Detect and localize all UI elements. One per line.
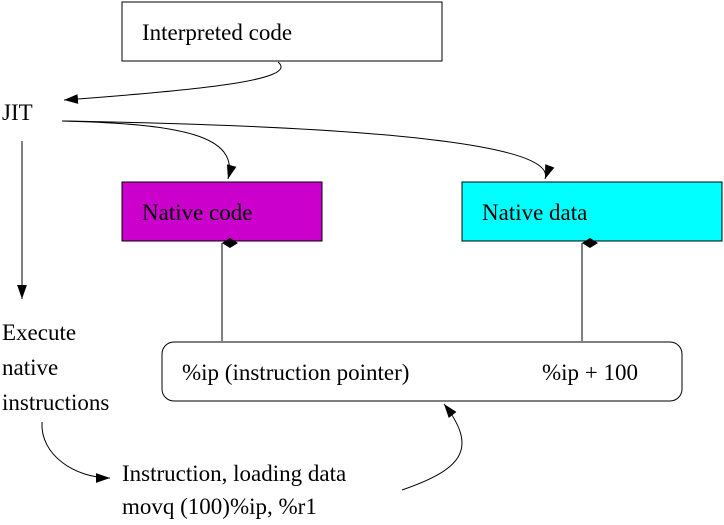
native-code-rect — [121, 181, 323, 242]
arrow-jit-to-native-data — [61, 120, 555, 180]
native-data-box: Native data — [461, 181, 723, 242]
execute-label-line3: instructions — [2, 390, 109, 415]
register-box: %ip (instruction pointer) %ip + 100 — [161, 341, 683, 402]
interpreted-code-box: Interpreted code — [121, 1, 443, 62]
arrow-instruction-to-register — [401, 403, 463, 491]
instruction-label-line1: Instruction, loading data — [122, 461, 346, 486]
ip-label: %ip (instruction pointer) — [182, 360, 409, 385]
jit-label: JIT — [2, 100, 33, 125]
execute-label-line2: native — [2, 355, 58, 380]
native-data-label: Native data — [482, 200, 587, 225]
native-data-rect — [461, 181, 723, 242]
interpreted-code-rect — [121, 1, 443, 62]
native-code-label: Native code — [142, 200, 252, 225]
interpreted-code-label: Interpreted code — [142, 20, 292, 45]
execute-label-line1: Execute — [2, 320, 76, 345]
instruction-label-line2: movq (100)%ip, %r1 — [122, 494, 317, 519]
arrow-interpreted-to-jit — [63, 61, 282, 104]
arrow-execute-to-instruction — [41, 421, 111, 483]
native-code-box: Native code — [121, 181, 323, 242]
ip-offset-label: %ip + 100 — [542, 360, 638, 385]
register-rect — [161, 341, 683, 402]
arrow-jit-to-native-code — [61, 120, 237, 180]
